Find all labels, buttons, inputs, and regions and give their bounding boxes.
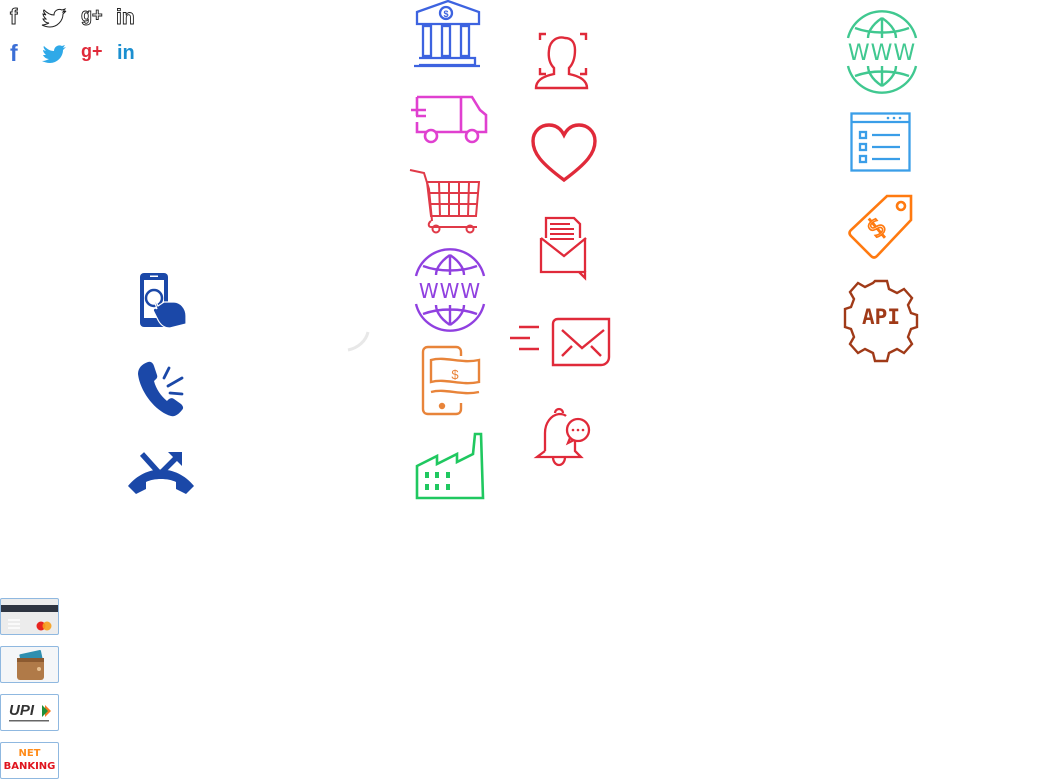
upi-logo: UPI <box>9 702 51 722</box>
svg-text:in: in <box>117 42 135 64</box>
facebook-icon[interactable]: f <box>8 40 26 66</box>
factory-icon <box>415 432 485 500</box>
facebook-outline-icon[interactable]: f <box>8 4 26 30</box>
mobile-money-icon: $ <box>421 345 481 416</box>
svg-text:$: $ <box>443 9 448 19</box>
svg-text:WWW: WWW <box>848 41 916 66</box>
loading-arc <box>344 330 372 354</box>
svg-text:$: $ <box>451 367 459 382</box>
svg-text:g+: g+ <box>81 41 103 61</box>
svg-text:API: API <box>862 305 900 329</box>
twitter-icon[interactable] <box>42 42 68 64</box>
linkedin-icon[interactable]: in <box>117 41 143 64</box>
google-plus-icon[interactable]: g+ <box>80 41 106 63</box>
open-mail-icon <box>539 216 588 281</box>
wallet-payment-option[interactable] <box>0 646 59 683</box>
heart-icon <box>531 123 597 183</box>
svg-text:g+: g+ <box>81 5 103 25</box>
svg-text:UPI: UPI <box>9 702 35 719</box>
credit-card-icon <box>1 605 58 631</box>
price-tag-icon: $ <box>847 194 915 262</box>
bank-icon: $ <box>413 0 483 68</box>
globe-www-icon: WWW <box>413 248 487 332</box>
netbanking-line1: NET <box>18 748 41 759</box>
touch-phone-icon <box>138 272 190 330</box>
svg-text:f: f <box>10 40 18 66</box>
svg-text:f: f <box>10 4 18 29</box>
netbanking-payment-option[interactable]: NET BANKING <box>0 742 59 779</box>
browser-list-icon <box>850 112 912 172</box>
svg-text:in: in <box>116 6 135 29</box>
card-payment-option[interactable] <box>0 598 59 635</box>
bell-chat-icon <box>533 407 591 467</box>
svg-text:WWW: WWW <box>419 279 481 303</box>
google-plus-outline-icon[interactable]: g+ <box>80 5 106 27</box>
globe-www-green-icon: WWW <box>843 10 921 94</box>
upi-payment-option[interactable]: UPI <box>0 694 59 731</box>
wallet-icon <box>17 650 44 680</box>
missed-call-icon <box>126 450 196 496</box>
api-gear-icon: API <box>843 279 919 363</box>
face-scan-icon <box>534 32 592 90</box>
fast-mail-icon <box>509 317 611 368</box>
shopping-cart-icon <box>409 168 483 234</box>
phone-ringing-icon <box>136 360 188 422</box>
netbanking-line2: BANKING <box>3 761 56 772</box>
linkedin-outline-icon[interactable]: in <box>116 5 142 30</box>
delivery-truck-icon <box>410 95 488 144</box>
twitter-outline-icon[interactable] <box>41 6 68 28</box>
